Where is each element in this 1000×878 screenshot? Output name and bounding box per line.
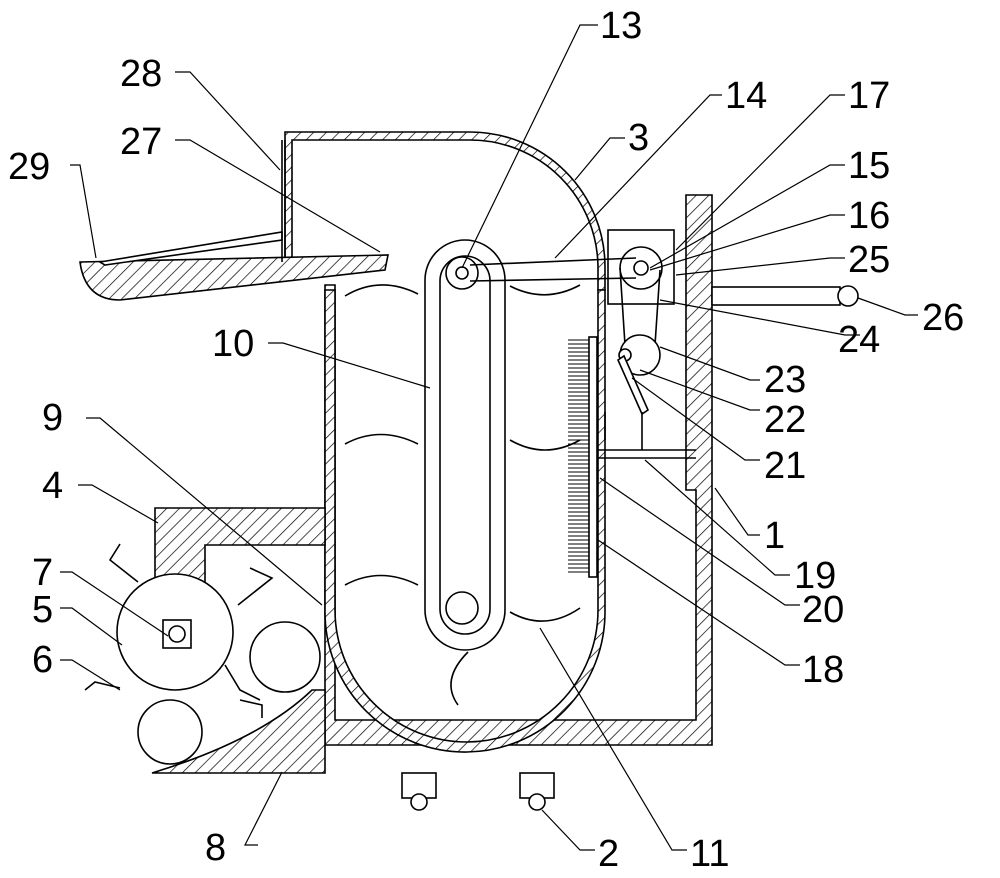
label-18: 18 (802, 649, 844, 691)
wheels (401, 772, 555, 811)
label-11: 11 (690, 833, 729, 875)
label-5: 5 (32, 589, 53, 631)
label-24: 24 (838, 319, 880, 361)
feed-chute (79, 140, 389, 301)
leader-lines (60, 24, 918, 851)
label-17: 17 (848, 75, 890, 117)
label-10: 10 (212, 323, 254, 365)
label-9: 9 (42, 397, 63, 439)
label-29: 29 (8, 146, 50, 188)
label-28: 28 (120, 53, 162, 95)
label-4: 4 (42, 465, 63, 507)
label-6: 6 (32, 639, 53, 681)
label-1: 1 (764, 515, 785, 557)
label-20: 20 (802, 589, 844, 631)
roller-blades (84, 543, 274, 718)
label-13: 13 (600, 5, 642, 47)
label-26: 26 (922, 297, 964, 339)
brush-bristles (568, 339, 589, 573)
brush (588, 336, 696, 578)
label-7: 7 (32, 552, 53, 594)
conveyor-belt (424, 239, 506, 651)
rollers (116, 573, 321, 765)
label-27: 27 (120, 121, 162, 163)
label-16: 16 (848, 195, 890, 237)
label-19: 19 (794, 555, 836, 597)
crank-linkage (616, 267, 661, 450)
label-15: 15 (848, 145, 890, 187)
sloped-bottom (151, 689, 326, 774)
inner-tank (324, 289, 606, 753)
outer-frame (324, 194, 713, 746)
drive-unit (469, 229, 859, 307)
label-22: 22 (764, 399, 806, 441)
label-25: 25 (848, 239, 890, 281)
label-8: 8 (205, 827, 226, 869)
feed-housing (284, 131, 606, 291)
part-labels: 13 14 17 3 15 16 25 28 27 29 26 24 10 23… (8, 5, 964, 875)
belt-blades (344, 284, 581, 706)
label-21: 21 (764, 445, 806, 487)
label-2: 2 (598, 833, 619, 875)
label-3: 3 (628, 117, 649, 159)
label-14: 14 (725, 75, 767, 117)
label-23: 23 (764, 359, 806, 401)
